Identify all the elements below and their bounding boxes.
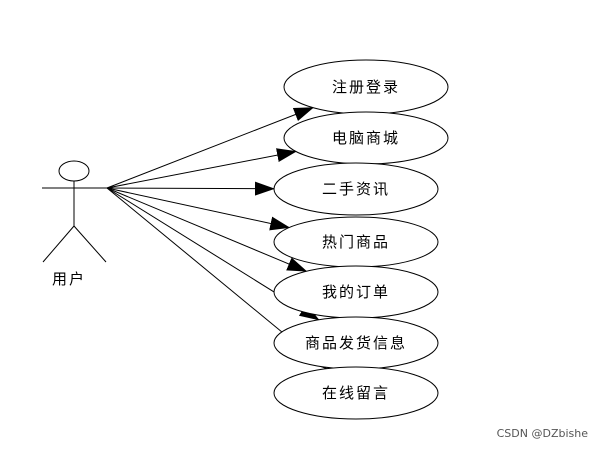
actor-right-leg [73,225,107,263]
association-arrow [106,187,291,231]
association-arrow [106,148,297,189]
use-case-label: 注册登录 [332,78,400,96]
use-case-ellipse [273,162,439,216]
use-case-label: 电脑商城 [332,129,400,147]
actor-figure [42,160,107,263]
use-case-label: 商品发货信息 [305,334,407,352]
actor-left-leg [42,225,75,263]
watermark: CSDN @DZbishe [496,427,588,440]
use-case-label: 二手资讯 [322,180,390,198]
use-case-label: 热门商品 [322,233,390,251]
use-case-label: 我的订单 [322,283,390,301]
use-case-ellipse [273,366,439,420]
actor-label: 用户 [52,270,86,288]
association-arrow [106,107,315,189]
association-arrow [106,181,275,196]
actor-head [58,160,90,182]
association-arrow [106,187,308,272]
use-case-label: 在线留言 [322,384,390,402]
